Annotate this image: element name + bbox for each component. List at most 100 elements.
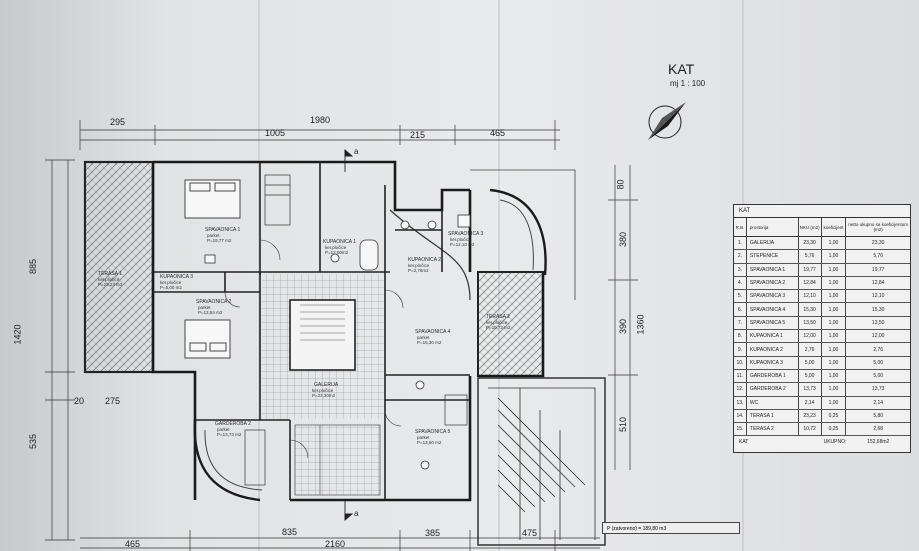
- plan-scale: mj 1 : 100: [670, 79, 706, 88]
- table-cell: 23,30: [799, 237, 822, 250]
- footer-total-label: UKUPNO:: [823, 439, 847, 446]
- table-cell: 19,77: [871, 266, 885, 273]
- table-cell: 1,00: [822, 263, 847, 276]
- table-cell: 1,00: [822, 343, 847, 356]
- dimension-lines-top: [79, 120, 560, 150]
- table-cell: 14.: [734, 409, 747, 423]
- table-cell: 15,30: [871, 306, 885, 313]
- table-cell: 1,00: [822, 383, 847, 396]
- table-cell: 5,00: [873, 373, 884, 380]
- sanitary-fixtures: [204, 214, 471, 470]
- dim-left-1: 885: [28, 258, 39, 275]
- dimension-lines-left: [45, 159, 75, 541]
- table-cell: 13,50: [799, 316, 822, 330]
- table-cell: 8.: [734, 330, 747, 343]
- table-cell: 5,76: [799, 250, 822, 263]
- furniture-beds: [184, 179, 241, 359]
- external-staircase: [477, 377, 606, 546]
- roof-outline: [470, 169, 576, 300]
- table-cell: 1.: [734, 237, 747, 250]
- door-swings: [224, 239, 404, 459]
- dim-bottom-2: 385: [425, 528, 441, 538]
- dim-right-2: 380: [618, 231, 629, 248]
- table-cell: 12,00: [799, 330, 822, 343]
- section-label-bottom: a: [354, 509, 359, 518]
- table-cell: 2,76: [799, 343, 822, 356]
- table-cell: 13,50: [871, 319, 885, 326]
- dim-left-4: 20: [74, 396, 85, 406]
- footer-label: KAT: [739, 439, 749, 446]
- table-cell: 13,73: [871, 386, 885, 393]
- table-cell: 15.: [734, 423, 747, 436]
- table-cell: GALERIJA: [747, 237, 799, 250]
- table-cell: 1,00: [822, 250, 847, 263]
- outer-walls: [151, 160, 545, 502]
- table-cell: GARDEROBA 2: [747, 383, 799, 396]
- table-cell: SPAVAONICA 2: [747, 276, 799, 290]
- table-cell: 5.: [734, 290, 747, 303]
- area-table-title: KAT: [734, 205, 910, 218]
- table-cell: 10,72: [799, 423, 822, 436]
- table-cell: 2.: [734, 250, 747, 263]
- dimension-lines-right: [608, 165, 638, 470]
- stair-core: [289, 299, 356, 371]
- table-cell: 1,00: [822, 290, 847, 303]
- table-cell: 5,76: [873, 253, 884, 260]
- table-cell: 2,76: [873, 346, 884, 353]
- table-cell: 1,00: [822, 396, 847, 409]
- table-cell: 7.: [734, 316, 747, 330]
- table-cell: SPAVAONICA 3: [747, 290, 799, 303]
- dim-left-5: 535: [28, 433, 39, 450]
- enclosed-area-note: P (zatvoreno) = 189,80 m3: [602, 522, 740, 534]
- table-cell: 1,00: [822, 330, 847, 343]
- dim-top-5: 465: [490, 128, 506, 138]
- table-cell: TERASA 1: [747, 409, 799, 423]
- table-cell: 12,10: [871, 293, 885, 300]
- dim-right-5: 510: [618, 416, 629, 433]
- dim-bottom-1: 835: [282, 527, 298, 537]
- plan-title: KAT: [668, 61, 695, 77]
- curved-wall-east: [489, 188, 547, 276]
- lower-stairs: [294, 424, 381, 496]
- table-cell: 4.: [734, 276, 747, 290]
- table-cell: 2,14: [873, 399, 884, 406]
- table-cell: 6.: [734, 303, 747, 316]
- paper-fold: [258, 0, 260, 551]
- dim-top-3: 1005: [265, 128, 286, 138]
- table-cell: KUPAONICA 3: [747, 356, 799, 369]
- dim-right-3: 390: [618, 318, 629, 335]
- area-table-footer: KAT UKUPNO: 152,68m2: [734, 436, 910, 448]
- stair-treads: [300, 304, 345, 341]
- north-arrow-icon: [648, 102, 686, 140]
- table-cell: 12,10: [799, 290, 822, 303]
- table-cell: 23,30: [871, 240, 885, 247]
- table-cell: 3.: [734, 263, 747, 276]
- dim-bottom-3: 475: [522, 528, 538, 538]
- table-cell: 10.: [734, 356, 747, 369]
- table-cell: 0,25: [822, 423, 847, 436]
- area-table: KAT R.B. prostorija NKU (m2) koeficijent…: [733, 204, 911, 453]
- table-cell: 11.: [734, 369, 747, 383]
- section-markers: [344, 149, 354, 521]
- table-cell: 15,30: [799, 303, 822, 316]
- table-cell: 5,80: [873, 413, 884, 419]
- section-label-top: a: [354, 147, 359, 156]
- table-cell: 12.: [734, 383, 747, 396]
- wardrobes: [244, 174, 468, 486]
- table-cell: 2,68: [873, 426, 884, 433]
- table-cell: TERASA 2: [747, 423, 799, 436]
- table-cell: GARDEROBA 1: [747, 369, 799, 383]
- table-cell: 5,00: [873, 359, 884, 366]
- dim-bottom-4: 465: [125, 539, 141, 549]
- table-cell: SPAVAONICA 1: [747, 263, 799, 276]
